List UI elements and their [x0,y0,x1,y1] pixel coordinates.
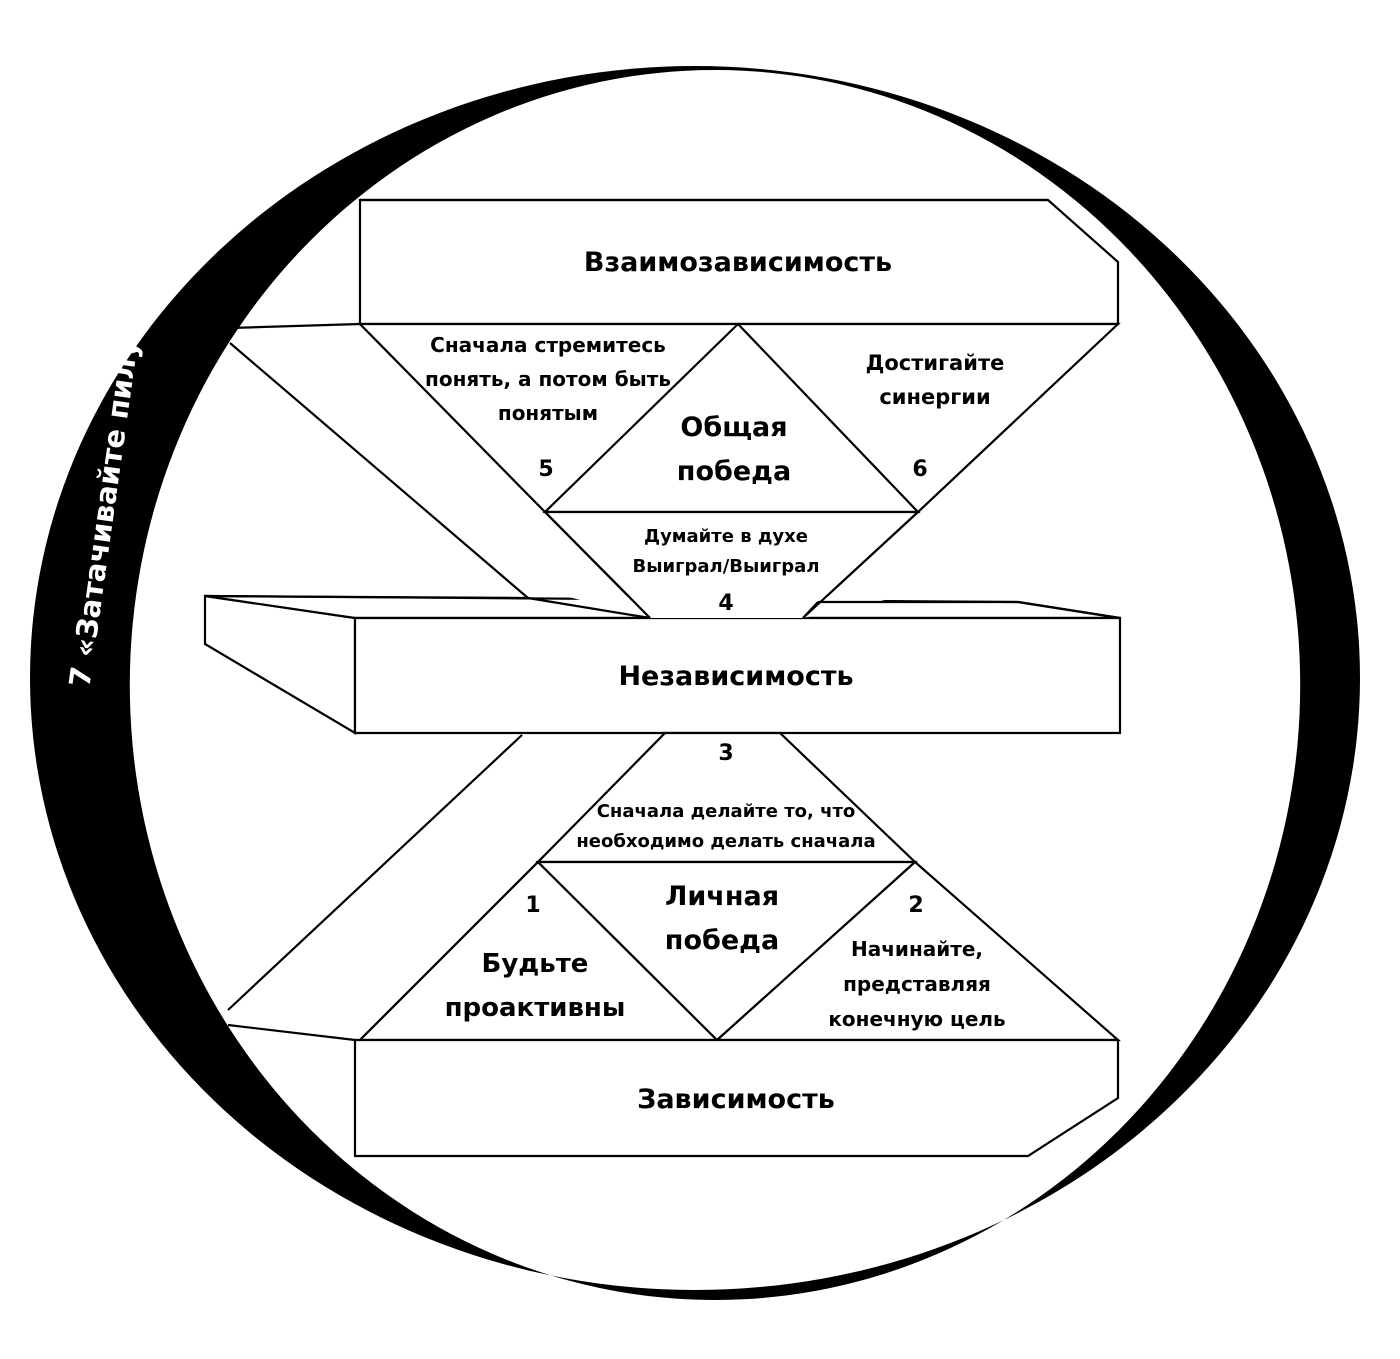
habit-3-text-line-1: Сначала делайте то, что [597,801,856,822]
habit-2-text-line-1: Начинайте, [851,937,983,961]
habit-5-text-line-2: понять, а потом быть [425,367,671,391]
habit-1-text-line-1: Будьте [482,949,589,979]
habit-6-text-line-1: Достигайте [866,351,1005,375]
private-victory-diamond [535,860,918,1042]
public-victory-line-1: Общая [680,412,787,443]
habit-4-number: 4 [718,591,733,616]
habit-2-text-line-3: конечную цель [828,1007,1005,1031]
habit-4-text-line-1: Думайте в духе [644,526,808,547]
habit-5-text-line-3: понятым [498,401,598,425]
independence-box [353,616,1122,735]
public-victory-line-2: победа [677,456,791,487]
private-victory-line-2: победа [665,925,779,956]
habit-3-text-line-2: необходимо делать сначала [576,831,875,852]
habit-1-text-line-2: проактивны [445,993,626,1023]
interdependence-label: Взаимозависимость [584,247,892,278]
habit-6-number: 6 [912,457,927,482]
private-victory-line-1: Личная [665,881,779,912]
dependence-label: Зависимость [637,1084,835,1115]
habit-6-text-line-2: синергии [879,385,990,409]
independence-side [203,594,357,735]
habit-3-number: 3 [718,741,733,766]
habit-5-number: 5 [538,457,553,482]
habit-1-number: 1 [525,893,540,918]
habit-2-text-line-2: представляя [843,972,991,996]
habit-2-number: 2 [908,893,923,918]
habit-4-text-line-2: Выиграл/Выиграл [632,556,819,577]
independence-label: Независимость [618,661,853,692]
dependence-box [353,1038,1120,1158]
habit-5-text-line-1: Сначала стремитесь [430,333,666,357]
